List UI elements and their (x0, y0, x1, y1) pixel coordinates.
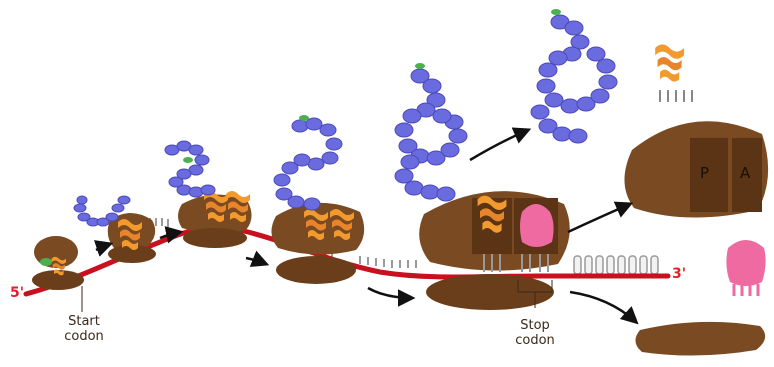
ribosome-stage-3 (178, 191, 252, 248)
stop-codon-line-2: codon (510, 333, 560, 348)
five-prime-label: 5' (10, 285, 24, 301)
amino-acid-chain-stage-5 (395, 63, 467, 201)
arrow-release-large (568, 204, 630, 232)
three-prime-label: 3' (672, 266, 686, 282)
stop-codon-label: Stop codon (510, 318, 560, 348)
released-release-factor (726, 240, 765, 296)
start-codon-line-2: codon (62, 329, 106, 344)
released-polypeptide (531, 9, 617, 143)
amino-acid-chain-stage-3 (165, 141, 215, 197)
arrow-step-3 (246, 258, 266, 264)
p-site-label: P (700, 164, 709, 182)
released-trna (655, 44, 692, 102)
start-codon-line-1: Start (62, 314, 106, 329)
a-site-label: A (740, 164, 750, 182)
release-factor-bound (520, 204, 554, 247)
ribosome-stage-4 (271, 203, 364, 284)
arrow-step-1 (96, 244, 110, 250)
free-codons (574, 256, 658, 274)
start-codon-label: Start codon (62, 314, 106, 344)
amino-acid-chain-stage-4 (274, 115, 342, 210)
arrow-release-chain (470, 130, 528, 160)
stop-codon-line-1: Stop (510, 318, 560, 333)
arrow-release-small (570, 292, 636, 322)
released-small-subunit (635, 322, 765, 356)
ribosome-stage-1 (32, 236, 84, 290)
arrow-step-4 (368, 288, 412, 298)
